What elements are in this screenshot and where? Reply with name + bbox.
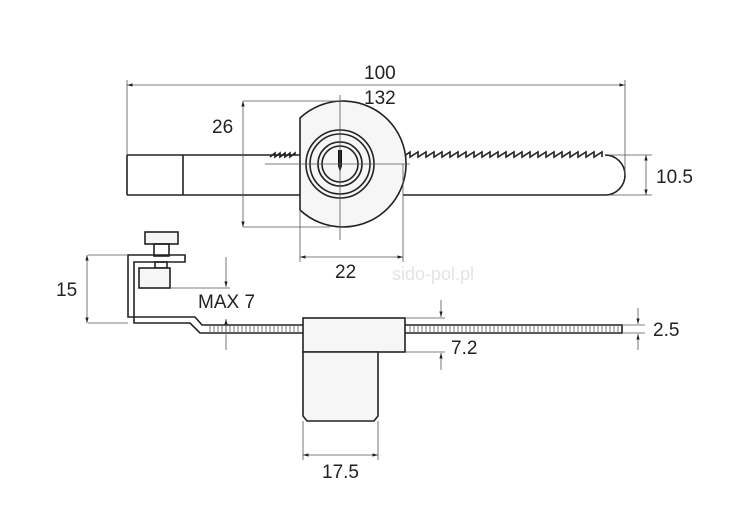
lock-cylinder bbox=[302, 351, 379, 422]
rack-hatch bbox=[209, 326, 619, 332]
dim-10-5: 10.5 bbox=[656, 167, 693, 188]
dim-7-2: 7.2 bbox=[451, 338, 477, 359]
dim-22: 22 bbox=[335, 262, 356, 283]
knob bbox=[144, 231, 179, 245]
top-view: 100 132 26 10.5 22 bbox=[126, 63, 693, 283]
bracket bbox=[127, 254, 623, 334]
dim-15: 15 bbox=[56, 280, 77, 301]
side-view: 15 MAX 7 7.2 2.5 17.5 bbox=[56, 231, 679, 483]
dim-17-5: 17.5 bbox=[322, 462, 359, 483]
dim-26: 26 bbox=[212, 117, 233, 138]
dim-2-5: 2.5 bbox=[653, 320, 679, 341]
dim-100: 100 bbox=[364, 63, 396, 84]
clamp-block bbox=[138, 267, 171, 289]
lock-housing bbox=[302, 317, 406, 353]
rack-teeth bbox=[402, 150, 603, 159]
dim-max-7: MAX 7 bbox=[198, 292, 255, 313]
bar-right bbox=[403, 154, 626, 196]
bar-left bbox=[126, 154, 300, 196]
dim-132: 132 bbox=[364, 88, 396, 109]
watermark: sido-pol.pl bbox=[392, 264, 474, 284]
rack-teeth-left bbox=[269, 151, 296, 159]
